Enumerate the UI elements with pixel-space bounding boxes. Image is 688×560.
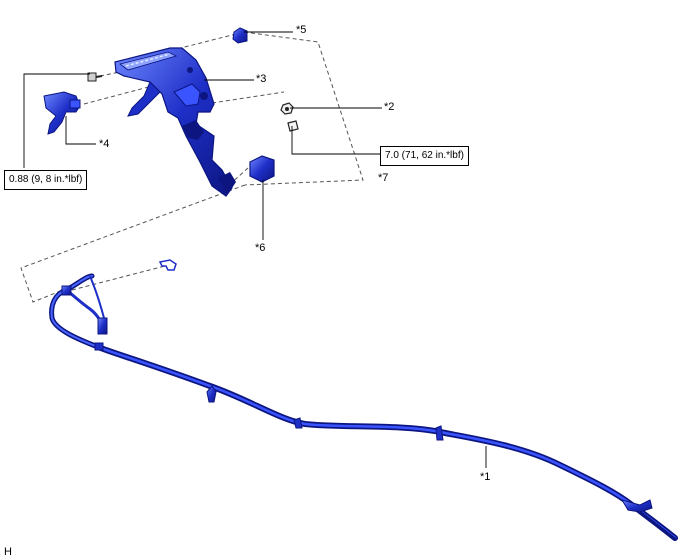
leader-lines xyxy=(23,31,487,468)
cable-clip xyxy=(158,259,177,271)
callout-2: *2 xyxy=(384,101,395,113)
corner-mark: H xyxy=(4,546,12,558)
cable-assembly xyxy=(49,273,678,542)
nut-part xyxy=(280,102,294,115)
torque-spec-nut: 7.0 (71, 62 in.*lbf) xyxy=(380,146,469,166)
stopper-pad xyxy=(232,27,248,44)
callout-4: *4 xyxy=(99,138,110,150)
callout-5: *5 xyxy=(296,24,307,36)
pedal-assembly xyxy=(114,47,236,197)
callout-3: *3 xyxy=(256,73,267,85)
torque-spec-small-bolt: 0.88 (9, 8 in.*lbf) xyxy=(4,170,88,190)
callout-6: *6 xyxy=(255,242,266,254)
callout-7: *7 xyxy=(378,172,389,184)
retainer-clip xyxy=(287,120,299,132)
callout-1: *1 xyxy=(480,471,491,483)
small-bolt xyxy=(87,72,103,82)
cover-cap xyxy=(249,155,275,183)
bracket-part xyxy=(43,91,81,135)
